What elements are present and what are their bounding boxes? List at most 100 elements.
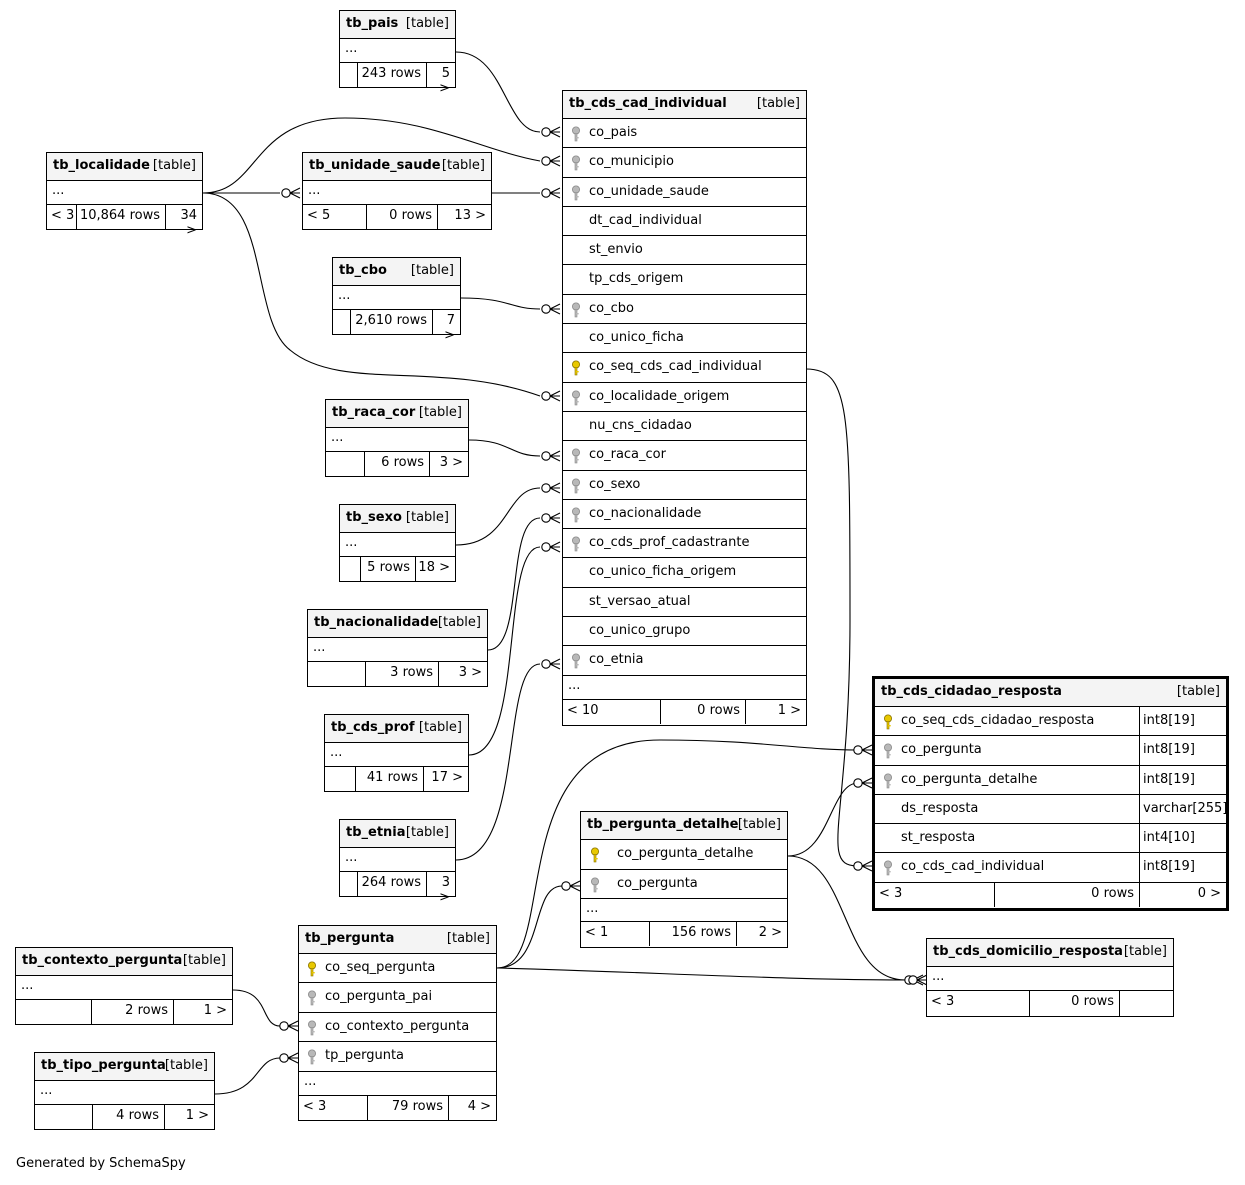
column-row-co_unico_grupo: co_unico_grupo [563,617,806,647]
foreign-key-icon [571,536,581,552]
table-name: tb_etnia [346,825,406,840]
table-tb_unidade_saude[interactable]: tb_unidade_saude[table] ... < 5 0 rows 1… [302,152,492,230]
table-header: tb_raca_cor[table] [326,400,468,428]
column-row-co_unico_ficha_origem: co_unico_ficha_origem [563,558,806,588]
foreign-key-icon [571,390,581,406]
footer-parents: < 1 [585,925,609,940]
footer-rows: 2,610 rows [350,310,432,334]
crows-foot-marker [289,187,301,199]
footer-rows: 4 rows [92,1105,164,1129]
optional-marker [908,975,918,985]
table-tb_raca_cor[interactable]: tb_raca_cor[table] ... 6 rows 3 > [325,399,469,477]
table-name: tb_localidade [53,158,150,173]
table-tb_tipo_pergunta[interactable]: tb_tipo_pergunta[table] ... 4 rows 1 > [34,1052,215,1130]
footer-children: 3 > [429,452,468,476]
column-name: co_pergunta [617,875,698,891]
table-tb_localidade[interactable]: tb_localidade[table] ... < 3 10,864 rows… [46,152,203,238]
table-name: tb_pergunta_detalhe [587,817,739,832]
footer-rows: 0 rows [660,699,745,724]
crows-foot-marker [549,541,561,553]
table-type: [table] [405,825,449,840]
foreign-key-icon [307,1049,317,1065]
column-name: dt_cad_individual [589,212,702,228]
footer-children: 2 > [736,922,787,946]
edge-detalhe-cidadao [787,782,859,857]
ellipsis-row: ... [340,533,455,557]
footer-children: 17 > [423,767,468,791]
footer-parents [35,1105,92,1129]
column-name: co_pergunta_pai [325,989,433,1005]
footer-parents [340,872,357,896]
table-tb_cds_cidadao_resposta[interactable]: tb_cds_cidadao_resposta[table] co_seq_cd… [872,676,1229,911]
table-tb_sexo[interactable]: tb_sexo[table] ... 5 rows 18 > [339,504,456,582]
foreign-key-icon [571,653,581,669]
optional-marker [279,1021,289,1031]
table-tb_nacionalidade[interactable]: tb_nacionalidade[table] ... 3 rows 3 > [307,609,488,687]
column-row-co_pergunta_detalhe: co_pergunta_detalhe [581,840,787,870]
ellipsis: ... [345,535,358,550]
column-row-co_pergunta_pai: co_pergunta_pai [299,983,496,1013]
table-type: [table] [737,817,781,832]
crows-foot-marker [549,658,561,670]
footer-rows: 79 rows [367,1095,448,1120]
column-row-co_etnia: co_etnia [563,646,806,676]
crows-foot-marker [549,126,561,138]
column-row-co_seq_cds_cad_individual: co_seq_cds_cad_individual [563,353,806,383]
table-type: [table] [182,953,226,968]
optional-marker [541,127,551,137]
footer-children: 1 > [745,699,806,724]
edge-tipo-pergunta [214,1057,281,1095]
ellipsis-row: ... [16,976,232,1000]
table-tb_cbo[interactable]: tb_cbo[table] ... 2,610 rows 7 > [332,257,461,343]
table-name: tb_cds_cad_individual [569,96,727,111]
foreign-key-icon [571,126,581,142]
table-header: tb_tipo_pergunta[table] [35,1053,214,1081]
optional-marker [279,1053,289,1063]
table-tb_cds_domicilio_resposta[interactable]: tb_cds_domicilio_resposta[table] ... < 3… [926,938,1174,1017]
table-name: tb_nacionalidade [314,615,439,630]
column-name: co_contexto_pergunta [325,1018,470,1034]
table-name: tb_raca_cor [332,405,416,420]
table-header: tb_etnia[table] [340,820,455,848]
ellipsis-row: ... [325,743,468,767]
column-list: co_seq_pergunta co_pergunta_pai co_context… [299,954,496,1072]
table-footer: 2 rows 1 > [16,1000,232,1024]
ellipsis-row: ... [340,848,455,872]
table-type: [table] [410,263,454,278]
edge-pais-cad [455,51,541,133]
column-name: co_sexo [589,476,641,492]
crows-foot-marker [549,482,561,494]
table-name: tb_unidade_saude [309,158,441,173]
column-name: co_pais [589,125,638,140]
optional-marker [541,659,551,669]
table-tb_pergunta_detalhe[interactable]: tb_pergunta_detalhe[table] co_pergunta_d… [580,811,788,948]
column-type: int8[19] [1139,707,1226,736]
table-tb_cds_prof[interactable]: tb_cds_prof[table] ... 41 rows 17 > [324,714,469,792]
column-name: ds_resposta [901,800,979,816]
ellipsis-row: ... [340,39,455,63]
column-row-co_cds_prof_cadastrante: co_cds_prof_cadastrante [563,529,806,559]
column-name: co_unico_ficha_origem [589,564,737,580]
footer-rows: 0 rows [366,205,437,229]
table-footer: 243 rows 5 > [340,63,455,96]
table-tb_pais[interactable]: tb_pais[table] ... 243 rows 5 > [339,10,456,96]
table-header: tb_unidade_saude[table] [303,153,491,181]
ellipsis-row: ... [326,428,468,452]
table-header: tb_nacionalidade[table] [308,610,487,638]
column-name: co_cds_prof_cadastrante [589,535,750,551]
edge-pergunta-domicilio [496,967,911,981]
table-header: tb_cbo[table] [333,258,460,286]
table-tb_etnia[interactable]: tb_etnia[table] ... 264 rows 3 > [339,819,456,905]
table-type: [table] [405,510,449,525]
table-tb_contexto_pergunta[interactable]: tb_contexto_pergunta[table] ... 2 rows 1… [15,947,233,1025]
ellipsis-row: ... [308,638,487,662]
optional-marker [541,391,551,401]
column-row-co_municipio: co_municipio [563,148,806,178]
crows-foot-marker [912,974,924,986]
table-footer: 5 rows 18 > [340,557,455,581]
column-name: co_seq_pergunta [325,960,436,975]
